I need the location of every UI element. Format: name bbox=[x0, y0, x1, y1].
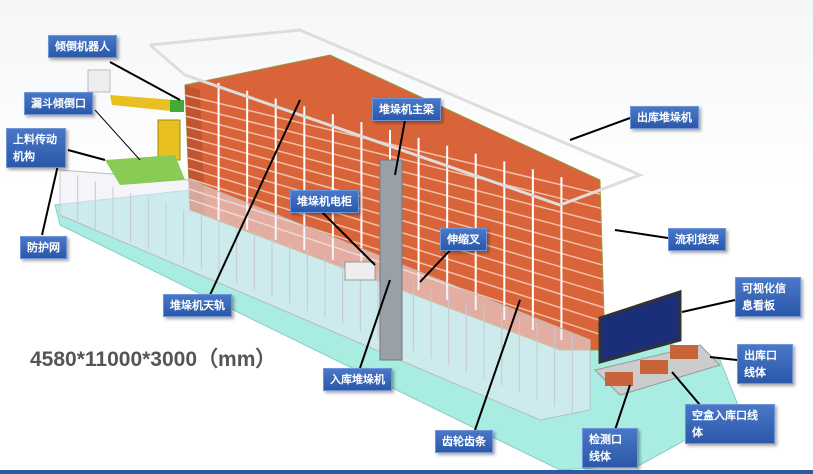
box bbox=[670, 345, 698, 359]
label-inspection-line: 检测口线体 bbox=[582, 428, 638, 468]
label-outbound-stacker: 出库堆垛机 bbox=[630, 106, 699, 129]
leader-line bbox=[319, 209, 376, 266]
label-funnel-outlet: 漏斗倾倒口 bbox=[24, 92, 93, 115]
shelf-line bbox=[185, 105, 602, 210]
label-outbound-line: 出库口线体 bbox=[737, 344, 793, 384]
leader-line bbox=[109, 61, 181, 101]
robot-base bbox=[157, 119, 181, 161]
leader-line bbox=[419, 244, 456, 283]
dimensions-text: 4580*11000*3000（mm） bbox=[30, 348, 277, 371]
stacker-mast bbox=[379, 159, 403, 361]
label-feeding-mechanism: 上料传动机构 bbox=[6, 128, 66, 168]
label-stacker-cabinet: 堆垛机电柜 bbox=[290, 190, 359, 213]
box bbox=[605, 372, 633, 386]
leader-line bbox=[709, 356, 738, 361]
bottom-bar bbox=[0, 470, 813, 474]
leader-line bbox=[359, 279, 391, 369]
leader-line bbox=[671, 371, 701, 406]
robot-head bbox=[170, 100, 184, 112]
leader-line bbox=[681, 299, 736, 313]
label-stacker-main-beam: 堆垛机主梁 bbox=[372, 98, 441, 121]
box bbox=[640, 360, 668, 374]
label-telescopic-fork: 伸缩叉 bbox=[440, 228, 487, 251]
label-inbound-stacker: 入库堆垛机 bbox=[323, 368, 392, 391]
robot-arm bbox=[110, 95, 180, 112]
leader-line bbox=[569, 117, 631, 141]
label-tipping-robot: 倾倒机器人 bbox=[48, 35, 117, 58]
leader-lines bbox=[41, 61, 738, 431]
feeder-table bbox=[105, 155, 185, 185]
label-rack-and-pinion: 齿轮齿条 bbox=[435, 430, 493, 453]
leader-line bbox=[614, 229, 669, 239]
label-guard-net: 防护网 bbox=[20, 236, 67, 259]
leader-line bbox=[474, 299, 521, 431]
label-visual-board: 可视化信息看板 bbox=[735, 277, 801, 317]
label-flow-rack: 流利货架 bbox=[668, 228, 726, 251]
shelf-line bbox=[185, 94, 601, 195]
leader-line bbox=[209, 99, 301, 296]
label-empty-box-inbound-line: 空盒入库口线体 bbox=[685, 404, 775, 444]
guard-net-posts bbox=[59, 170, 573, 414]
leader-line bbox=[94, 109, 141, 161]
leader-line bbox=[67, 149, 106, 161]
leader-line bbox=[614, 384, 631, 431]
stacker-cabinet bbox=[344, 261, 376, 281]
leader-line bbox=[394, 119, 406, 176]
stacker-top-rail bbox=[149, 28, 645, 207]
hopper-box bbox=[87, 69, 111, 93]
visual-board bbox=[598, 289, 682, 364]
leader-line bbox=[41, 164, 59, 236]
label-stacker-top-rail: 堆垛机天轨 bbox=[163, 294, 232, 317]
